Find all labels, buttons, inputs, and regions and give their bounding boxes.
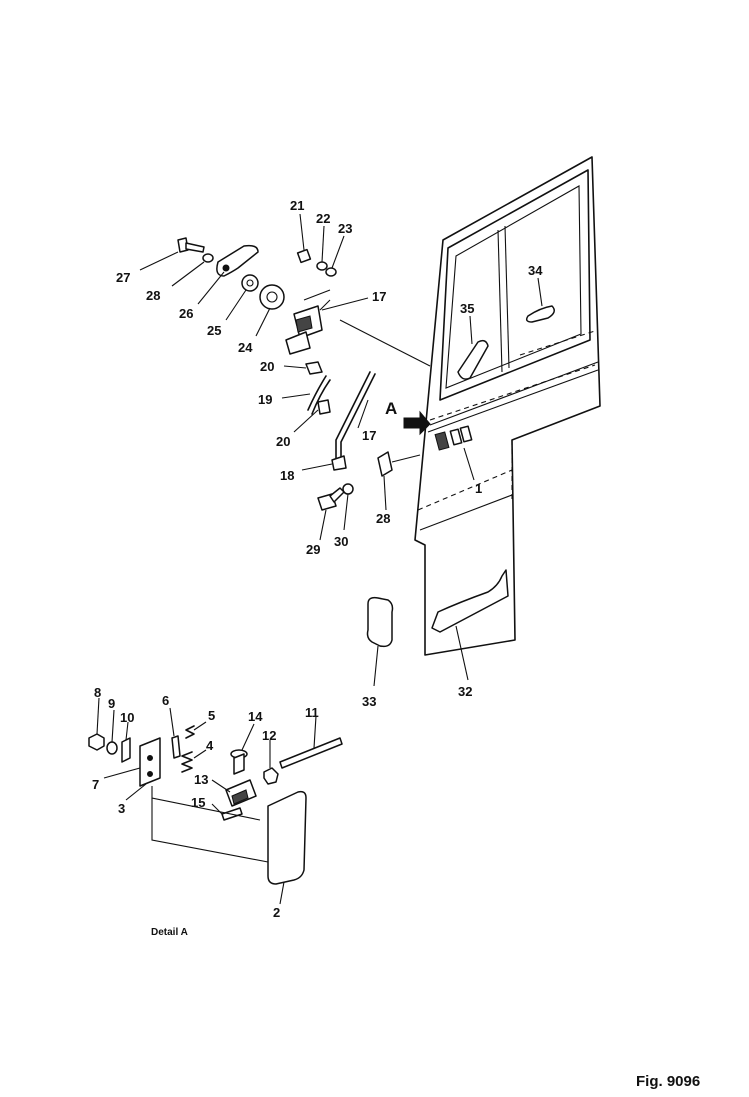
- callout-24: 24: [238, 340, 253, 355]
- callout-23: 23: [338, 221, 352, 236]
- lock-mechanism: [177, 237, 431, 511]
- callout-9: 9: [108, 696, 115, 711]
- callout-10: 10: [120, 710, 134, 725]
- callout-12: 12: [262, 728, 276, 743]
- callout-20a: 20: [260, 359, 274, 374]
- detail-a-assembly: [88, 725, 343, 885]
- callout-11: 11: [305, 705, 319, 720]
- callout-21: 21: [290, 198, 304, 213]
- callout-13: 13: [194, 772, 208, 787]
- view-arrow-a: A: [385, 399, 431, 436]
- callout-31: 30: [334, 534, 348, 549]
- callout-28: 28: [146, 288, 160, 303]
- callout-8: 8: [94, 685, 101, 700]
- callout-18: 18: [280, 468, 294, 483]
- callout-26: 26: [179, 306, 193, 321]
- callout-2: 2: [273, 905, 280, 920]
- callout-35: 35: [460, 301, 474, 316]
- callout-15: 15: [191, 795, 205, 810]
- callout-20b: 20: [276, 434, 290, 449]
- callout-6: 6: [162, 693, 169, 708]
- callout-7: 7: [92, 777, 99, 792]
- callout-33: 33: [362, 694, 376, 709]
- glass-part-35: [457, 339, 489, 380]
- callout-5: 5: [208, 708, 215, 723]
- callout-30: 29: [306, 542, 320, 557]
- callout-32: 32: [458, 684, 472, 699]
- callout-19: 19: [258, 392, 272, 407]
- callout-22: 22: [316, 211, 330, 226]
- callout-29: 28: [376, 511, 390, 526]
- trim-part-32: [431, 569, 509, 633]
- callout-4: 4: [206, 738, 214, 753]
- callout-1: 1: [475, 481, 482, 496]
- door-panel: [414, 156, 601, 656]
- trim-part-33: [366, 596, 394, 648]
- view-label-a: A: [385, 399, 397, 418]
- callout-34: 34: [528, 263, 543, 278]
- callout-14: 14: [248, 709, 263, 724]
- glass-part-34: [525, 305, 555, 323]
- callout-3: 3: [118, 801, 125, 816]
- detail-caption: Detail A: [151, 927, 188, 938]
- callout-27: 27: [116, 270, 130, 285]
- figure-label: Fig. 9096: [636, 1073, 700, 1090]
- callout-25: 25: [207, 323, 221, 338]
- callout-17: 17: [362, 428, 376, 443]
- callout-16: 17: [372, 289, 386, 304]
